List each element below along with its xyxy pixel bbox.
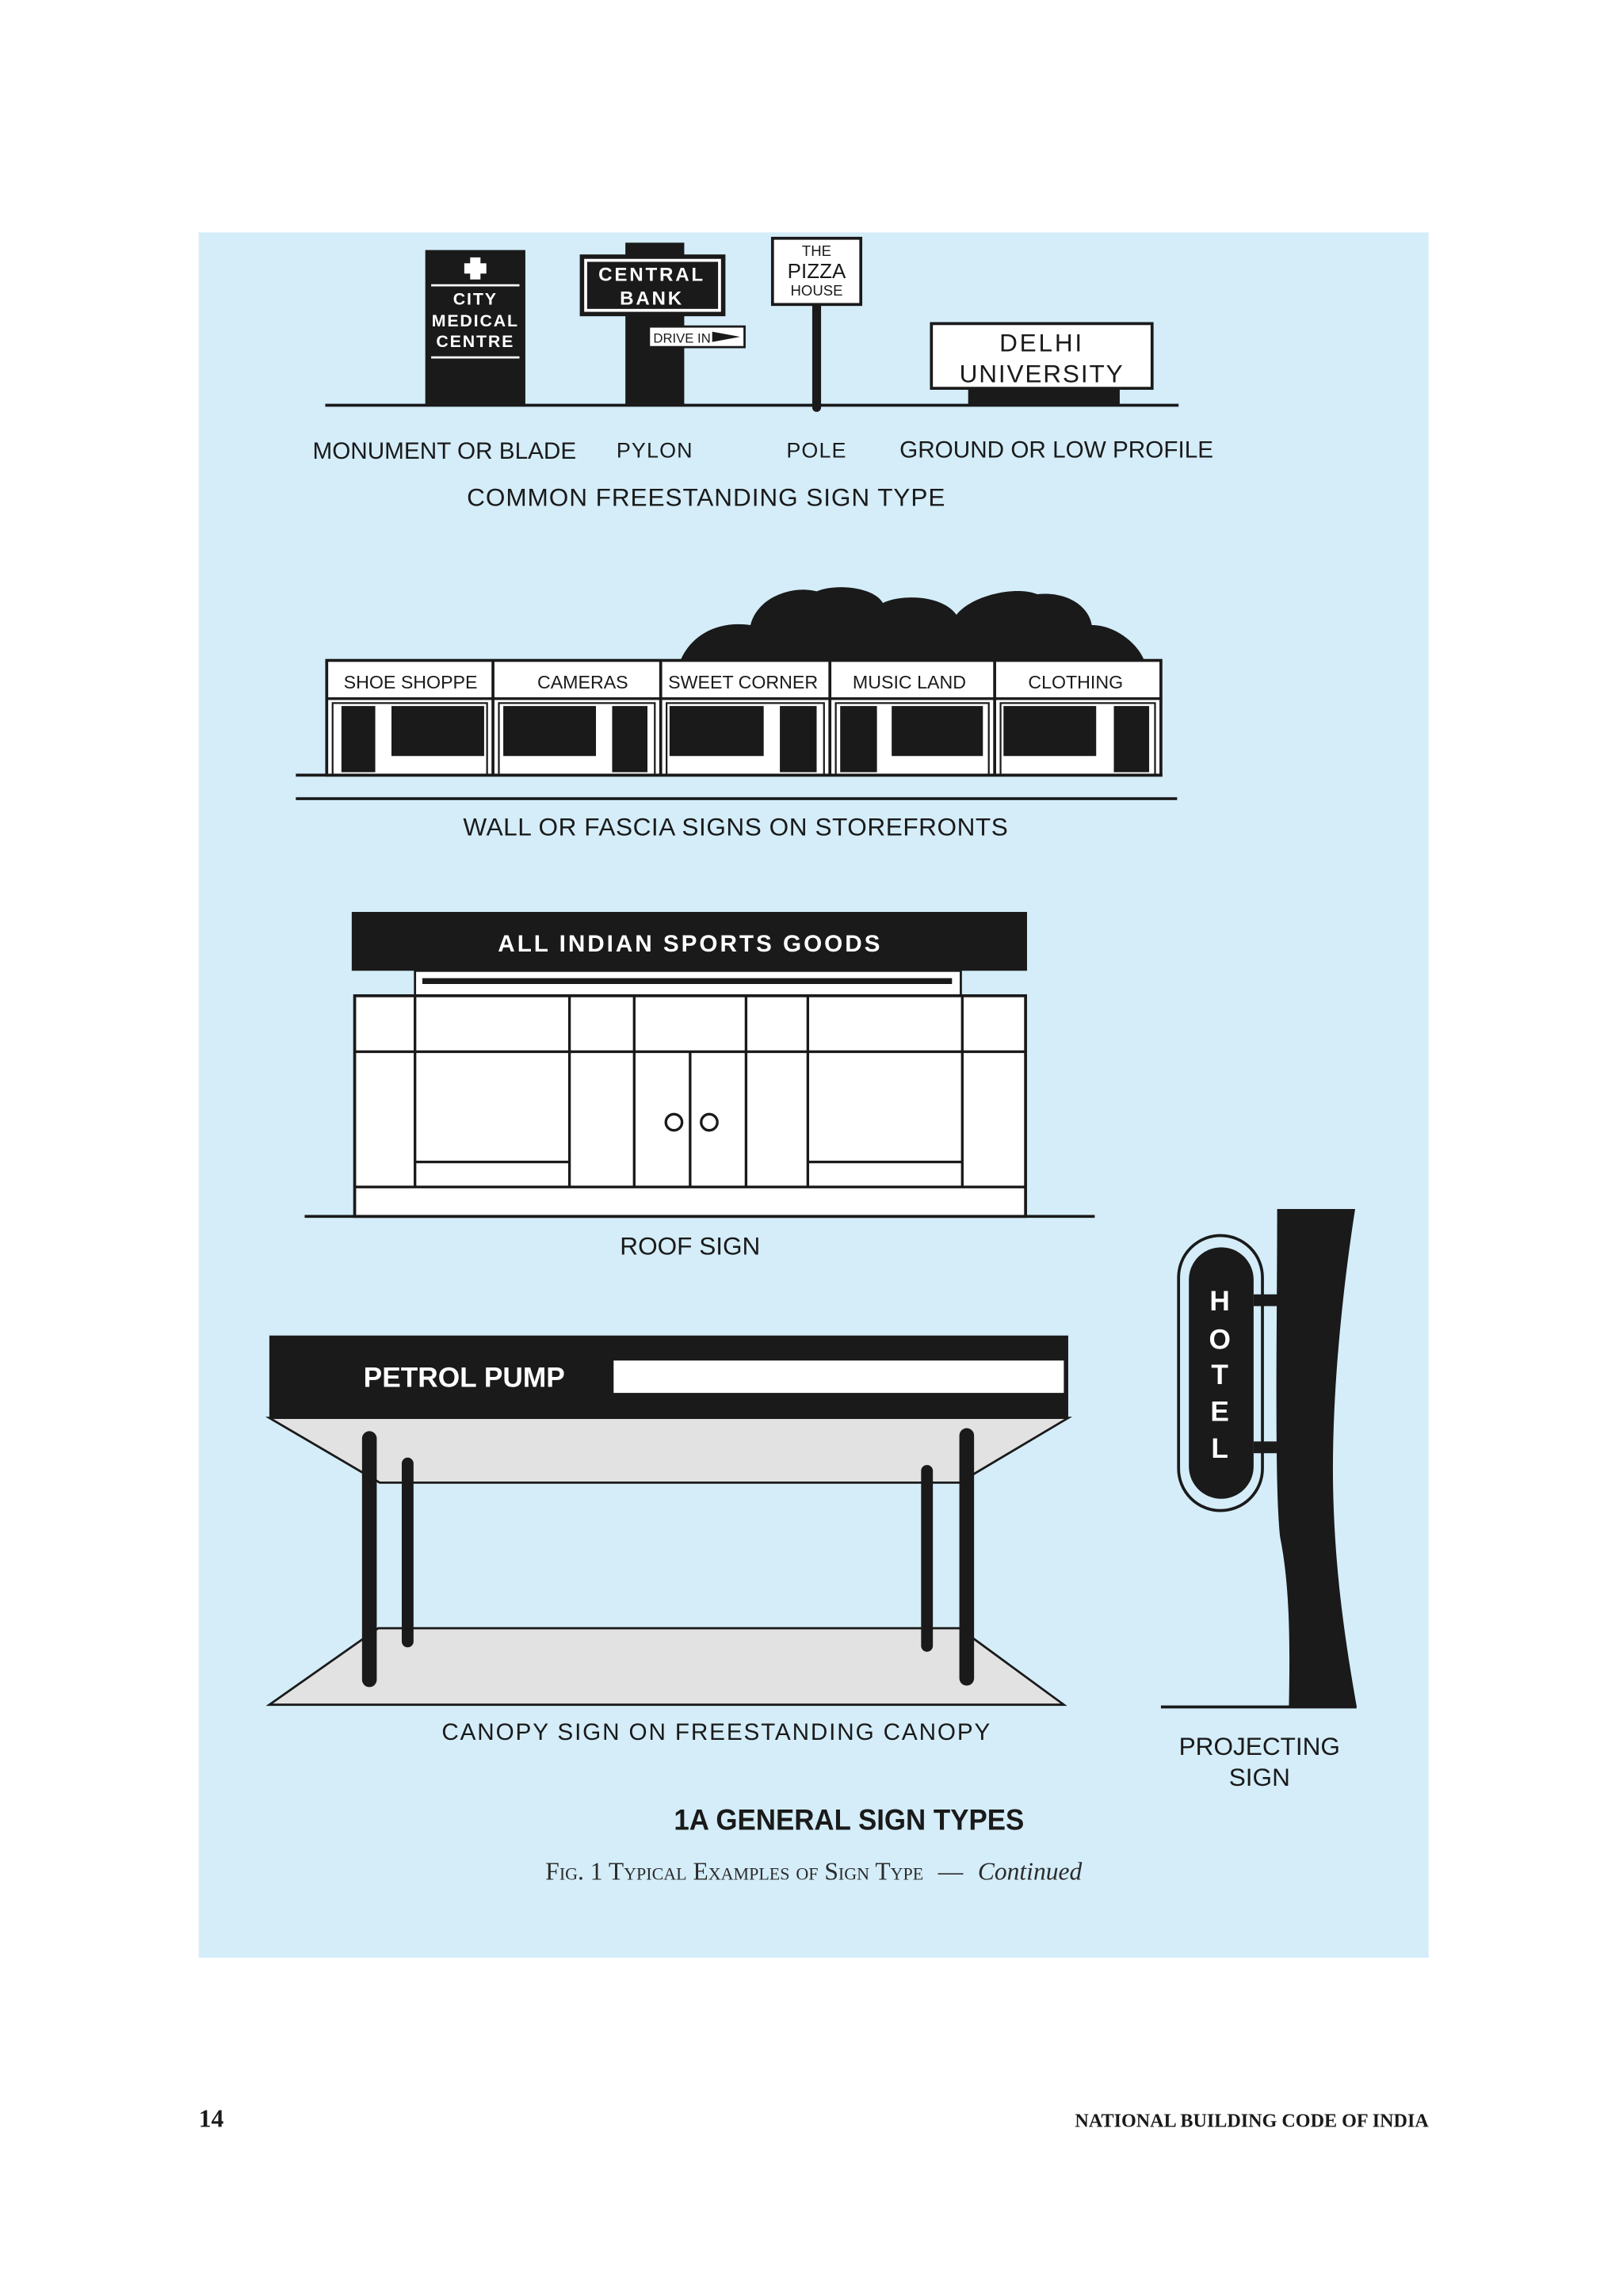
canopy-sign-text: PETROL PUMP xyxy=(364,1363,565,1394)
storefront-sign-text: SHOE SHOPPE xyxy=(344,672,478,692)
projecting-sign-letter: H xyxy=(1209,1286,1229,1317)
building-wall xyxy=(1276,1209,1357,1707)
storefront-sign-text: MUSIC LAND xyxy=(853,672,966,692)
storefront-sign-text: CLOTHING xyxy=(1028,672,1123,692)
figure-subtitle: 1A GENERAL SIGN TYPES xyxy=(674,1802,1024,1836)
ground-sign-text: UNIVERSITY xyxy=(960,360,1125,388)
shop-window xyxy=(503,706,597,757)
monument-sign-text: MEDICAL xyxy=(432,311,519,330)
canopy-underside xyxy=(265,1417,1073,1484)
shop-window xyxy=(391,706,484,757)
figure-caption-dash: — xyxy=(938,1858,964,1886)
roof-sign-board xyxy=(351,912,1027,971)
storefront-sign-text: SWEET CORNER xyxy=(668,672,818,692)
projecting-sign-letter: L xyxy=(1211,1433,1228,1464)
monument-sign-text: CENTRE xyxy=(436,332,514,351)
monument-sign: CITY MEDICAL CENTRE xyxy=(425,250,525,406)
canopy-caption: CANOPY SIGN ON FREESTANDING CANOPY xyxy=(441,1719,991,1745)
figure-caption: Fig. 1 Typical Examples of Sign Type — Con… xyxy=(545,1858,1082,1886)
monument-sign-text: CITY xyxy=(453,289,498,308)
pylon-sign-text: CENTRAL xyxy=(598,265,705,286)
door-handle-icon xyxy=(700,1112,719,1132)
shop-door xyxy=(612,706,647,772)
arrow-right-icon xyxy=(712,331,740,342)
pole-sign-text: HOUSE xyxy=(791,282,843,299)
shop-door xyxy=(341,706,376,772)
tree-silhouette xyxy=(679,587,1145,662)
pole-label: POLE xyxy=(786,438,846,462)
shop-door xyxy=(1113,706,1150,772)
door-handle-icon xyxy=(664,1112,684,1132)
shop-window xyxy=(1003,706,1097,757)
roof-sign-text: ALL INDIAN SPORTS GOODS xyxy=(498,931,882,957)
projecting-sign-outline xyxy=(1177,1234,1264,1512)
pylon-sign-board xyxy=(579,254,726,317)
canopy-sign-group: PETROL PUMP CANOPY SIGN ON FREESTANDING … xyxy=(265,1335,1073,1745)
shop-window xyxy=(892,706,983,757)
pole-sign: THE PIZZA HOUSE xyxy=(770,236,863,412)
pole-sign-text: PIZZA xyxy=(788,259,846,283)
projecting-sign-letter: E xyxy=(1210,1396,1229,1427)
sign-bracket xyxy=(1253,1441,1279,1454)
canopy-fascia-panel xyxy=(613,1360,1064,1394)
monument-label: MONUMENT OR BLADE xyxy=(312,438,576,464)
ground-label: GROUND OR LOW PROFILE xyxy=(899,437,1213,463)
projecting-sign-letter: O xyxy=(1209,1324,1230,1355)
canopy-ground-plane xyxy=(265,1627,1067,1707)
roof-caption: ROOF SIGN xyxy=(620,1232,760,1261)
projecting-caption: SIGN xyxy=(1229,1763,1290,1791)
projecting-sign-group: H O T E L PROJECTING SIGN xyxy=(1160,1209,1357,1791)
shop-door xyxy=(780,706,817,772)
projecting-sign-panel xyxy=(1189,1247,1254,1499)
ground-sign-base xyxy=(968,388,1120,405)
shop-window xyxy=(669,706,764,757)
ground-sign: DELHI UNIVERSITY xyxy=(930,322,1154,405)
pylon-sign-text: BANK xyxy=(620,288,684,309)
storefront-signs-group: SHOE SHOPPE CAMERAS SWEET CORNER MUSIC L… xyxy=(296,587,1178,841)
roof-sign-group: ALL INDIAN SPORTS GOODS ROOF SIGN xyxy=(304,912,1095,1261)
storefront-sign-text: CAMERAS xyxy=(537,672,628,692)
pole-sign-text: THE xyxy=(802,242,831,259)
figure-caption-continued: Continued xyxy=(978,1858,1083,1886)
figure-caption-label: Fig. 1 Typical Examples of Sign Type xyxy=(545,1858,923,1886)
medical-cross-icon xyxy=(464,257,487,280)
pylon-sign-border xyxy=(584,258,721,312)
sign-bracket xyxy=(1253,1294,1279,1306)
storefront-caption: WALL OR FASCIA SIGNS ON STOREFRONTS xyxy=(463,812,1008,841)
running-footer: NATIONAL BUILDING CODE OF INDIA xyxy=(1075,2111,1429,2132)
projecting-sign-letter: T xyxy=(1211,1360,1228,1390)
projecting-caption: PROJECTING xyxy=(1179,1732,1340,1760)
pylon-sign: CENTRAL BANK DRIVE IN xyxy=(579,242,746,406)
shop-door xyxy=(840,706,877,772)
page-number: 14 xyxy=(199,2105,224,2133)
drive-in-text: DRIVE IN xyxy=(653,331,710,346)
ground-sign-text: DELHI xyxy=(999,329,1084,357)
freestanding-signs-group: CITY MEDICAL CENTRE CENTRAL BANK DRIVE I… xyxy=(312,236,1213,512)
pole-sign-board xyxy=(770,236,863,307)
pylon-label: PYLON xyxy=(617,438,693,462)
freestanding-caption: COMMON FREESTANDING SIGN TYPE xyxy=(467,483,945,512)
